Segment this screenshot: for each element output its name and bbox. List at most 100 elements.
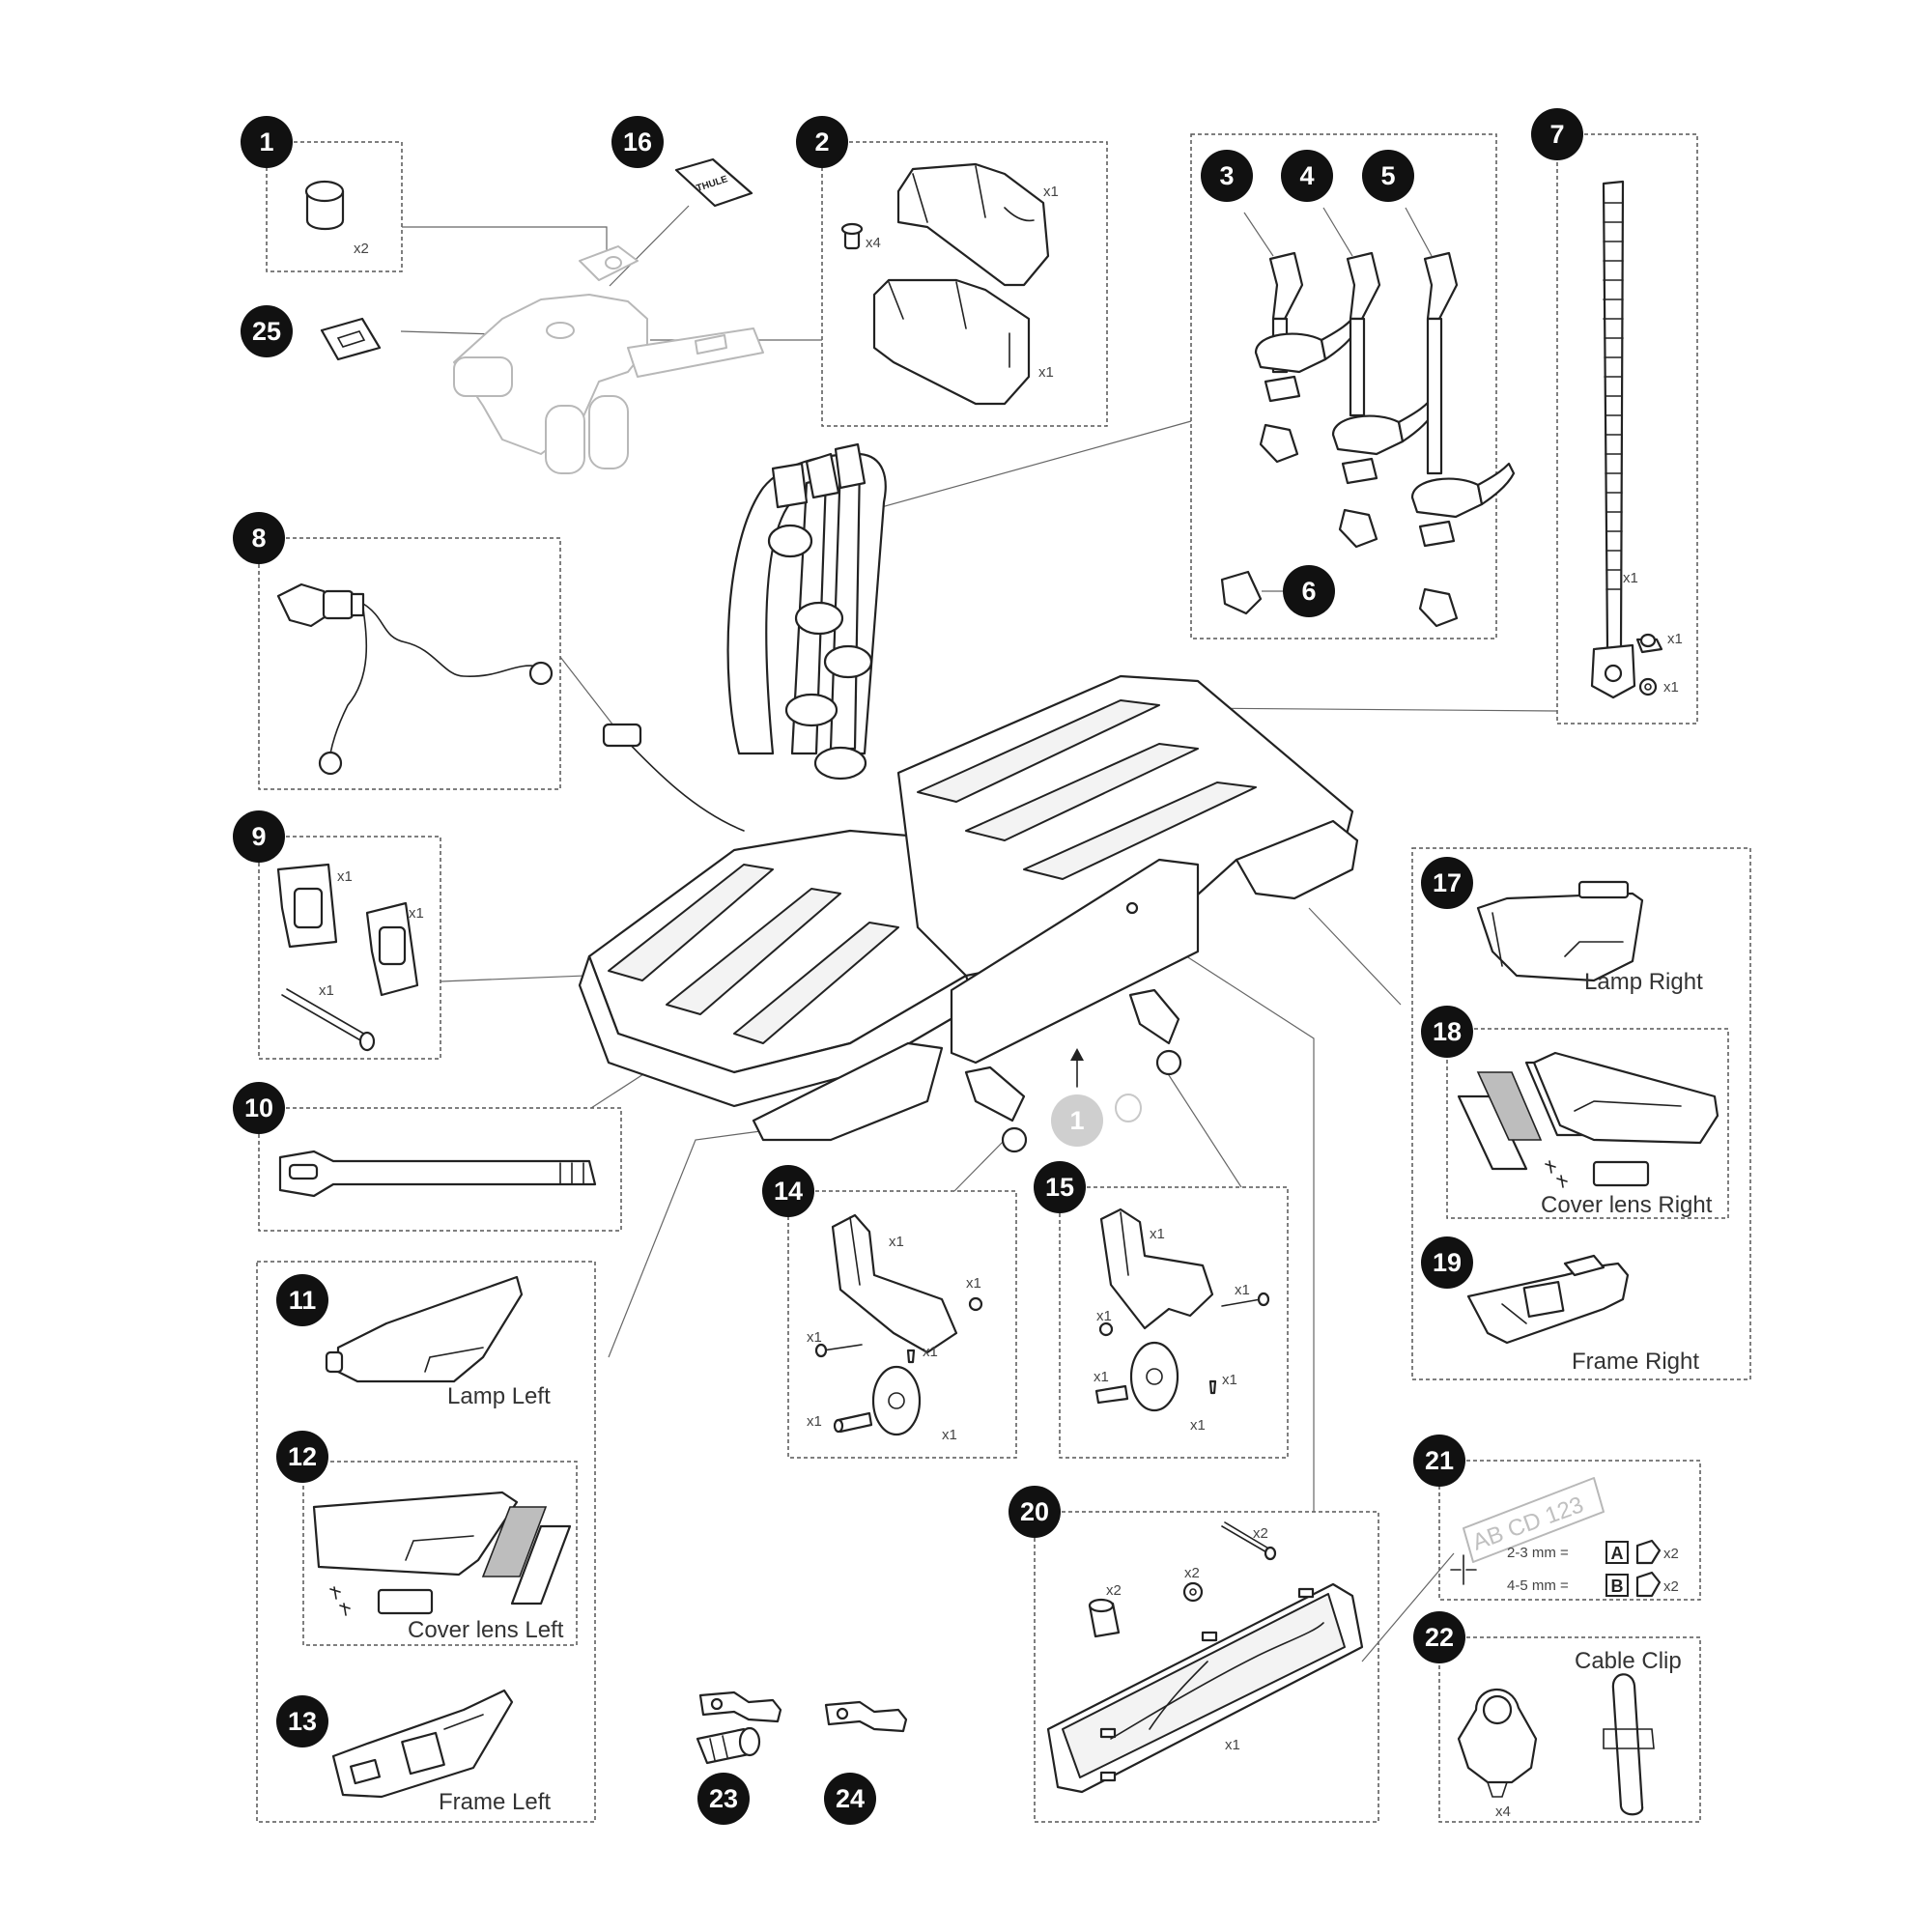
part-8-wiring-harness [276, 582, 554, 776]
part-7-screw-qty: x1 [1667, 631, 1683, 647]
callout-5-number: 5 [1380, 161, 1395, 190]
part-15-axle-qty: x1 [1094, 1369, 1109, 1385]
part-20-plate-qty: x1 [1225, 1737, 1240, 1753]
callout-23: 23 [697, 1773, 750, 1825]
part-14-nut-qty: x1 [966, 1275, 981, 1292]
callout-12-number: 12 [288, 1442, 317, 1471]
part-10-strap [278, 1150, 597, 1198]
part-2-covers [840, 162, 1050, 406]
box-part-9 [258, 836, 441, 1060]
callout-12: 12 [276, 1431, 328, 1483]
callout-22: 22 [1413, 1611, 1465, 1663]
part-14-screw-qty: x1 [923, 1344, 938, 1360]
box-parts-17-19 [1411, 847, 1751, 1380]
part-16-logo-badge: THULE [674, 157, 753, 208]
ghost-rack-head [453, 245, 764, 474]
callout-6: 6 [1283, 565, 1335, 617]
spacer-a-letter: A [1611, 1544, 1624, 1563]
callout-13-number: 13 [288, 1707, 317, 1736]
ghost-callout-1-number: 1 [1069, 1106, 1084, 1135]
callout-17-number: 17 [1433, 868, 1462, 897]
part-19-frame-right [1466, 1254, 1630, 1345]
part-23-lock-and-key [696, 1690, 782, 1765]
parts-3-5-leaders [1243, 207, 1433, 257]
label-cable-clip: Cable Clip [1575, 1648, 1682, 1674]
part-14-axle-qty: x1 [807, 1413, 822, 1430]
part-15-body-qty: x1 [1150, 1226, 1165, 1242]
callout-9: 9 [233, 810, 285, 863]
callout-18: 18 [1421, 1006, 1473, 1058]
callout-5: 5 [1362, 150, 1414, 202]
callout-14-number: 14 [774, 1177, 803, 1206]
callout-10-number: 10 [244, 1094, 273, 1122]
callout-4: 4 [1281, 150, 1333, 202]
part-22-cable-clip [1457, 1673, 1655, 1816]
box-part-22 [1438, 1636, 1701, 1823]
callout-6-number: 6 [1301, 577, 1316, 606]
callout-2-number: 2 [814, 128, 829, 156]
callout-24-number: 24 [836, 1784, 865, 1813]
part-15-screw-qty: x1 [1222, 1372, 1237, 1388]
box-part-20 [1034, 1511, 1379, 1823]
callout-1: 1 [241, 116, 293, 168]
callout-8-number: 8 [251, 524, 266, 553]
callout-11-number: 11 [289, 1286, 317, 1315]
part-14-left-foot [814, 1213, 983, 1436]
spacer-b-spec: 4-5 mm = [1507, 1577, 1569, 1594]
callout-17: 17 [1421, 857, 1473, 909]
box-part-18 [1446, 1028, 1729, 1219]
callout-25: 25 [241, 305, 293, 357]
label-lamp-left: Lamp Left [447, 1383, 551, 1409]
part-11-lamp-left [325, 1275, 524, 1383]
callout-19-number: 19 [1433, 1248, 1462, 1277]
part-18-cover-lens-right [1457, 1051, 1719, 1188]
part-1-end-cap [304, 180, 345, 231]
bike-carrier-assembly [578, 442, 1359, 1153]
ghost-callout-1: 1 [1051, 1094, 1142, 1147]
part-2-lower-qty: x1 [1038, 364, 1054, 381]
part-15-nut-qty: x1 [1096, 1308, 1112, 1324]
part-24-key [824, 1700, 908, 1733]
label-cover-lens-left: Cover lens Left [408, 1617, 564, 1643]
box-part-1 [266, 141, 403, 272]
box-part-2 [821, 141, 1108, 427]
spacer-a-qty: x2 [1663, 1546, 1679, 1562]
part-15-right-foot [1094, 1208, 1270, 1412]
part-20-washer-qty: x2 [1184, 1565, 1200, 1581]
callout-11: 11 [276, 1274, 328, 1326]
callout-badges: 1 16 2 3 4 5 7 25 8 6 9 17 18 10 14 15 1… [233, 108, 1583, 1825]
part-9-bolt-qty: x1 [319, 982, 334, 999]
part-2-screw-qty: x4 [866, 235, 881, 251]
part-21-plate-spacers: AB CD 123 2-3 mm = A x2 4-5 mm = B x2 [1450, 1477, 1679, 1598]
box-part-15 [1059, 1186, 1289, 1459]
callout-8: 8 [233, 512, 285, 564]
callout-23-number: 23 [709, 1784, 738, 1813]
callout-25-number: 25 [252, 317, 281, 346]
callout-20-number: 20 [1020, 1497, 1049, 1526]
part-5-long-arm [1410, 251, 1516, 628]
arch-arm-holders [767, 442, 873, 781]
part-9-bracket-b-qty: x1 [409, 905, 424, 922]
callout-3-number: 3 [1219, 161, 1234, 190]
part-7-strap [1590, 180, 1663, 699]
box-part-10 [258, 1107, 622, 1232]
part-20-plate-holder [1046, 1521, 1364, 1794]
callout-3: 3 [1201, 150, 1253, 202]
spacer-a-spec: 2-3 mm = [1507, 1545, 1569, 1561]
part-17-lamp-right [1476, 880, 1644, 982]
part-20-bolt-qty: x2 [1253, 1525, 1268, 1542]
callout-9-number: 9 [251, 822, 266, 851]
box-parts-11-13 [256, 1261, 596, 1823]
callout-19: 19 [1421, 1236, 1473, 1289]
part-13-frame-left [331, 1689, 514, 1799]
part-6-rubber-cap [1220, 570, 1283, 615]
spacer-b-qty: x2 [1663, 1578, 1679, 1595]
callout-18-number: 18 [1433, 1017, 1462, 1046]
box-part-14 [787, 1190, 1017, 1459]
part-7-washer-qty: x1 [1663, 679, 1679, 696]
callout-21: 21 [1413, 1435, 1465, 1487]
part-9-brackets [276, 863, 419, 1052]
callout-10: 10 [233, 1082, 285, 1134]
callout-7-number: 7 [1549, 120, 1564, 149]
